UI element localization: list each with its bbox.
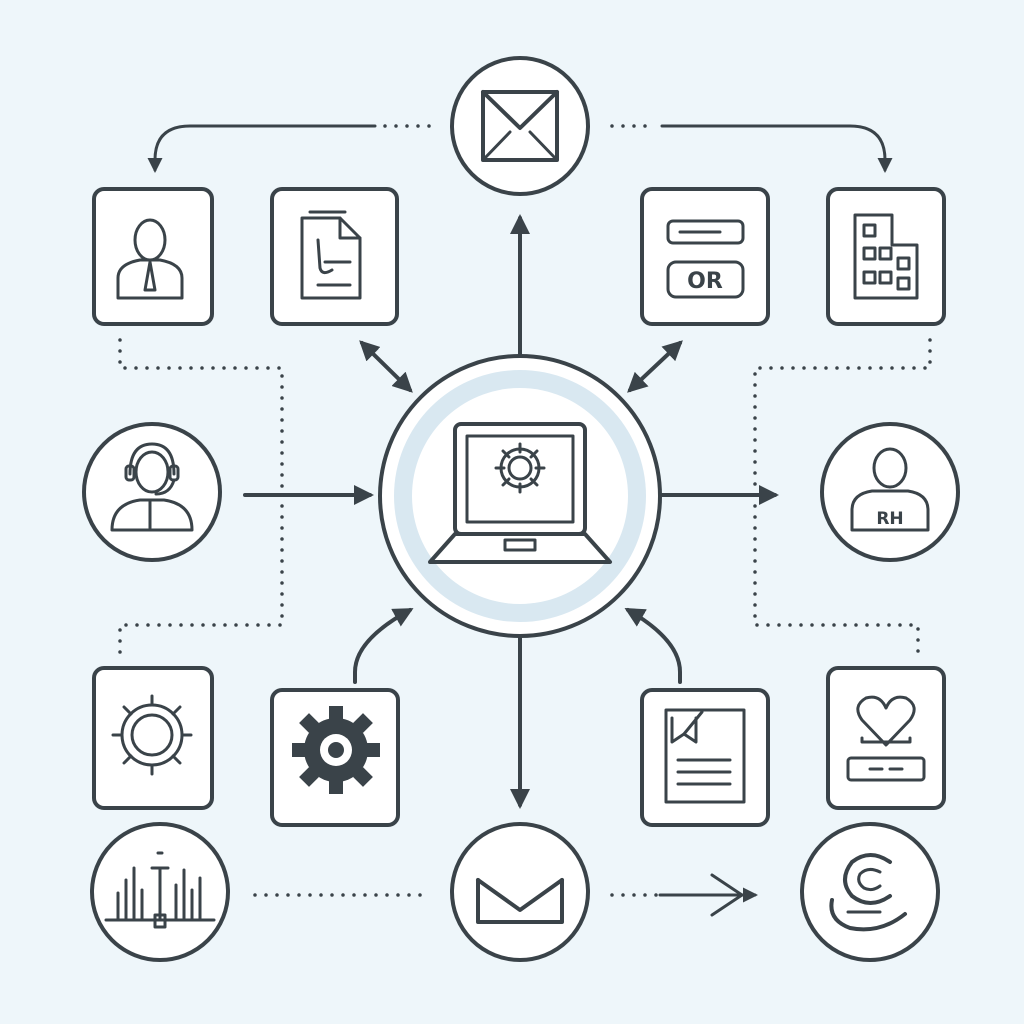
laptop-icon bbox=[428, 422, 612, 564]
report-card[interactable] bbox=[640, 688, 770, 827]
bar-chart-icon bbox=[104, 851, 216, 929]
payment-node[interactable] bbox=[800, 822, 940, 962]
hr-employee-icon: RH bbox=[850, 447, 930, 532]
bottom-mail-node[interactable] bbox=[450, 822, 590, 962]
user-profile-icon bbox=[116, 218, 184, 300]
cog-icon bbox=[292, 706, 380, 794]
building-icon bbox=[853, 213, 919, 300]
hand-coin-icon bbox=[829, 853, 907, 932]
arrow-chevron bbox=[710, 873, 744, 917]
report-document-icon bbox=[664, 708, 746, 804]
form-fields-icon: OR bbox=[666, 219, 745, 299]
dotted-connector bbox=[118, 493, 284, 657]
or-label: OR bbox=[687, 269, 723, 294]
headset-agent-icon bbox=[110, 442, 194, 532]
central-hub[interactable] bbox=[378, 354, 662, 638]
connector-report-to-hub bbox=[624, 608, 682, 684]
hr-node[interactable]: RH bbox=[820, 422, 960, 562]
profile-card[interactable] bbox=[92, 187, 214, 326]
open-envelope-icon bbox=[476, 878, 564, 924]
gear-card[interactable] bbox=[270, 688, 400, 827]
connector-gear-to-hub bbox=[353, 608, 414, 684]
document-icon bbox=[300, 210, 362, 300]
connector-form-to-hub bbox=[627, 340, 683, 393]
settings-gear-icon bbox=[494, 442, 546, 494]
support-agent-node[interactable] bbox=[82, 422, 222, 562]
connector-document-to-hub bbox=[359, 340, 413, 393]
health-card[interactable] bbox=[826, 666, 946, 810]
analytics-node[interactable] bbox=[90, 822, 230, 962]
connector-mail-to-building bbox=[660, 124, 893, 173]
sun-gear-card[interactable] bbox=[92, 666, 214, 810]
gear-outline-icon bbox=[111, 694, 193, 776]
top-mail-node[interactable] bbox=[450, 56, 590, 196]
heart-icon bbox=[846, 695, 926, 782]
building-card[interactable] bbox=[826, 187, 946, 326]
dotted-connector bbox=[118, 338, 284, 497]
document-card[interactable] bbox=[270, 187, 399, 326]
hr-badge-label: RH bbox=[876, 509, 903, 529]
connector-mail-to-profile bbox=[147, 124, 377, 173]
dotted-connector bbox=[753, 493, 920, 657]
or-form-card[interactable]: OR bbox=[640, 187, 770, 326]
envelope-icon bbox=[481, 90, 559, 162]
